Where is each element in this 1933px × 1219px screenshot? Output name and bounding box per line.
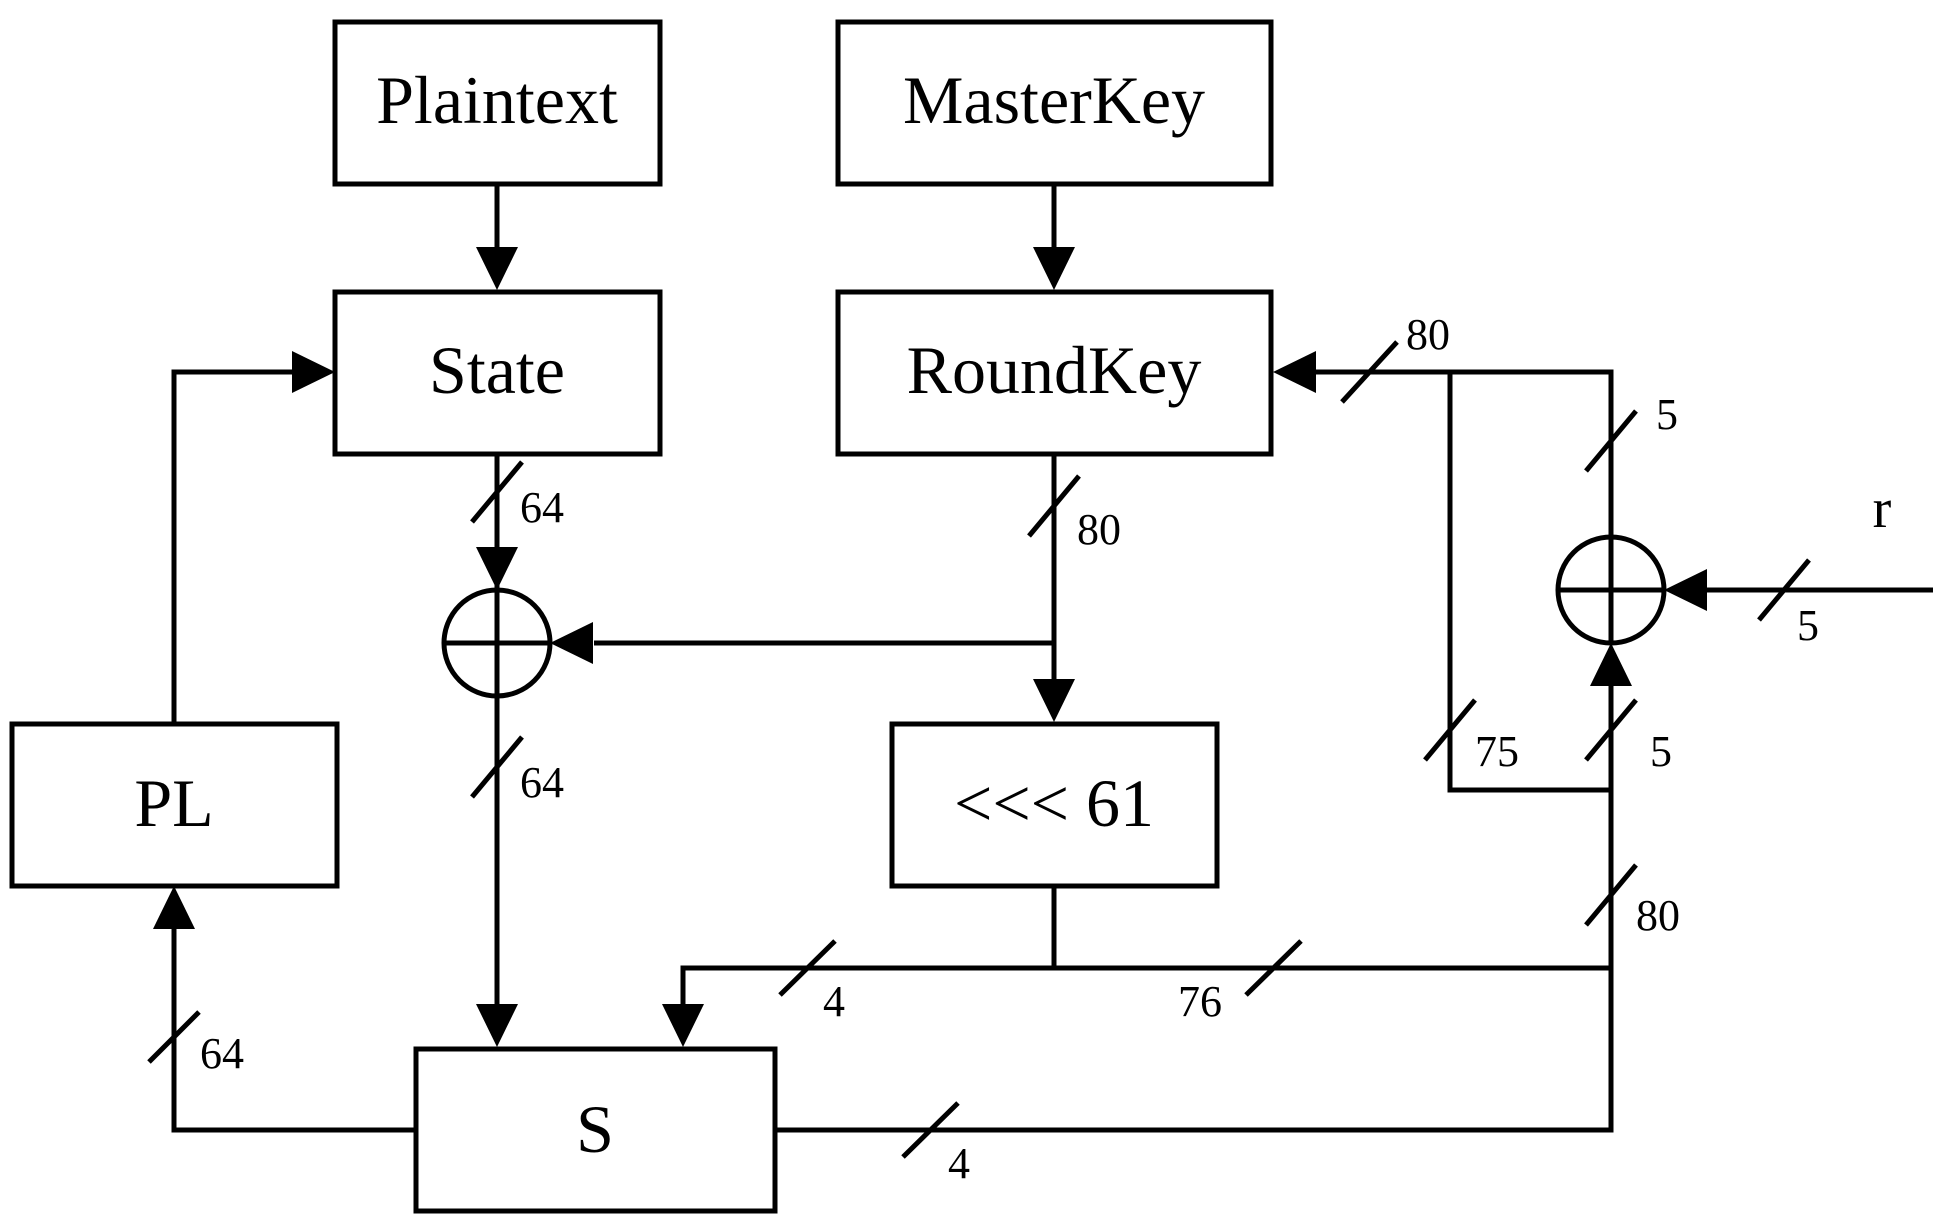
arrow-state-xor	[476, 547, 518, 590]
rotate-label: <<< 61	[954, 765, 1154, 841]
wire-bus-to-sbox	[680, 965, 1611, 1007]
state-label: State	[429, 332, 565, 408]
wire-pl-to-state	[171, 369, 293, 724]
label-counter-in-bottom: 5	[1650, 727, 1672, 776]
counter-xor-operator	[1555, 534, 1667, 646]
label-state-to-xor: 64	[520, 483, 564, 532]
label-roundkey-feedback: 80	[1406, 310, 1450, 359]
label-r-input: 5	[1797, 601, 1819, 650]
sbox-label: S	[576, 1091, 614, 1167]
label-feedback-80: 80	[1636, 891, 1680, 940]
pl-block: PL	[9, 721, 340, 889]
wire-sbox-to-pl	[171, 928, 416, 1133]
arrow-masterkey-roundkey	[1033, 247, 1075, 290]
label-bits-76: 76	[1178, 977, 1222, 1026]
wire-loop-75	[1447, 372, 1611, 793]
arrow-r-input	[1664, 569, 1707, 611]
round-key-block: RoundKey	[835, 289, 1274, 457]
arrow-counter-xor-bottom	[1590, 643, 1632, 686]
round-counter-label: r	[1873, 478, 1892, 540]
state-block: State	[332, 289, 663, 457]
arrow-plaintext-state	[476, 247, 518, 290]
arrow-roundkey-feedback	[1273, 351, 1316, 393]
sbox-block: S	[413, 1046, 778, 1214]
wires	[171, 184, 1933, 1133]
pl-label: PL	[134, 765, 213, 841]
label-sbox-out-4: 4	[948, 1139, 970, 1188]
arrow-sbox-pl	[153, 886, 195, 929]
state-xor-operator	[441, 587, 553, 699]
label-upper-75: 75	[1475, 727, 1519, 776]
arrow-bus-sbox	[662, 1004, 704, 1047]
plaintext-block: Plaintext	[332, 19, 663, 187]
arrow-pl-state	[292, 351, 335, 393]
label-roundkey-out: 80	[1077, 505, 1121, 554]
rotate-block: <<< 61	[889, 721, 1220, 889]
label-xor-to-sbox: 64	[520, 758, 564, 807]
bus-labels: 64 64 80 80 5 5 75 5 80 4 76 4 64	[200, 310, 1819, 1188]
bus-ticks	[147, 340, 1811, 1159]
arrow-rotate	[1033, 679, 1075, 722]
plaintext-label: Plaintext	[376, 62, 618, 138]
wire-sbox-out	[775, 968, 1614, 1133]
label-to-sbox-4: 4	[823, 977, 845, 1026]
arrow-key-state-xor	[550, 622, 593, 664]
master-key-block: MasterKey	[835, 19, 1274, 187]
wire-counter-to-roundkey	[1313, 369, 1614, 537]
arrow-xor-sbox	[476, 1004, 518, 1047]
arrowheads	[153, 247, 1707, 1047]
master-key-label: MasterKey	[903, 62, 1205, 138]
round-key-label: RoundKey	[907, 332, 1202, 408]
label-counter-in-top: 5	[1656, 390, 1678, 439]
label-sbox-to-pl: 64	[200, 1029, 244, 1078]
